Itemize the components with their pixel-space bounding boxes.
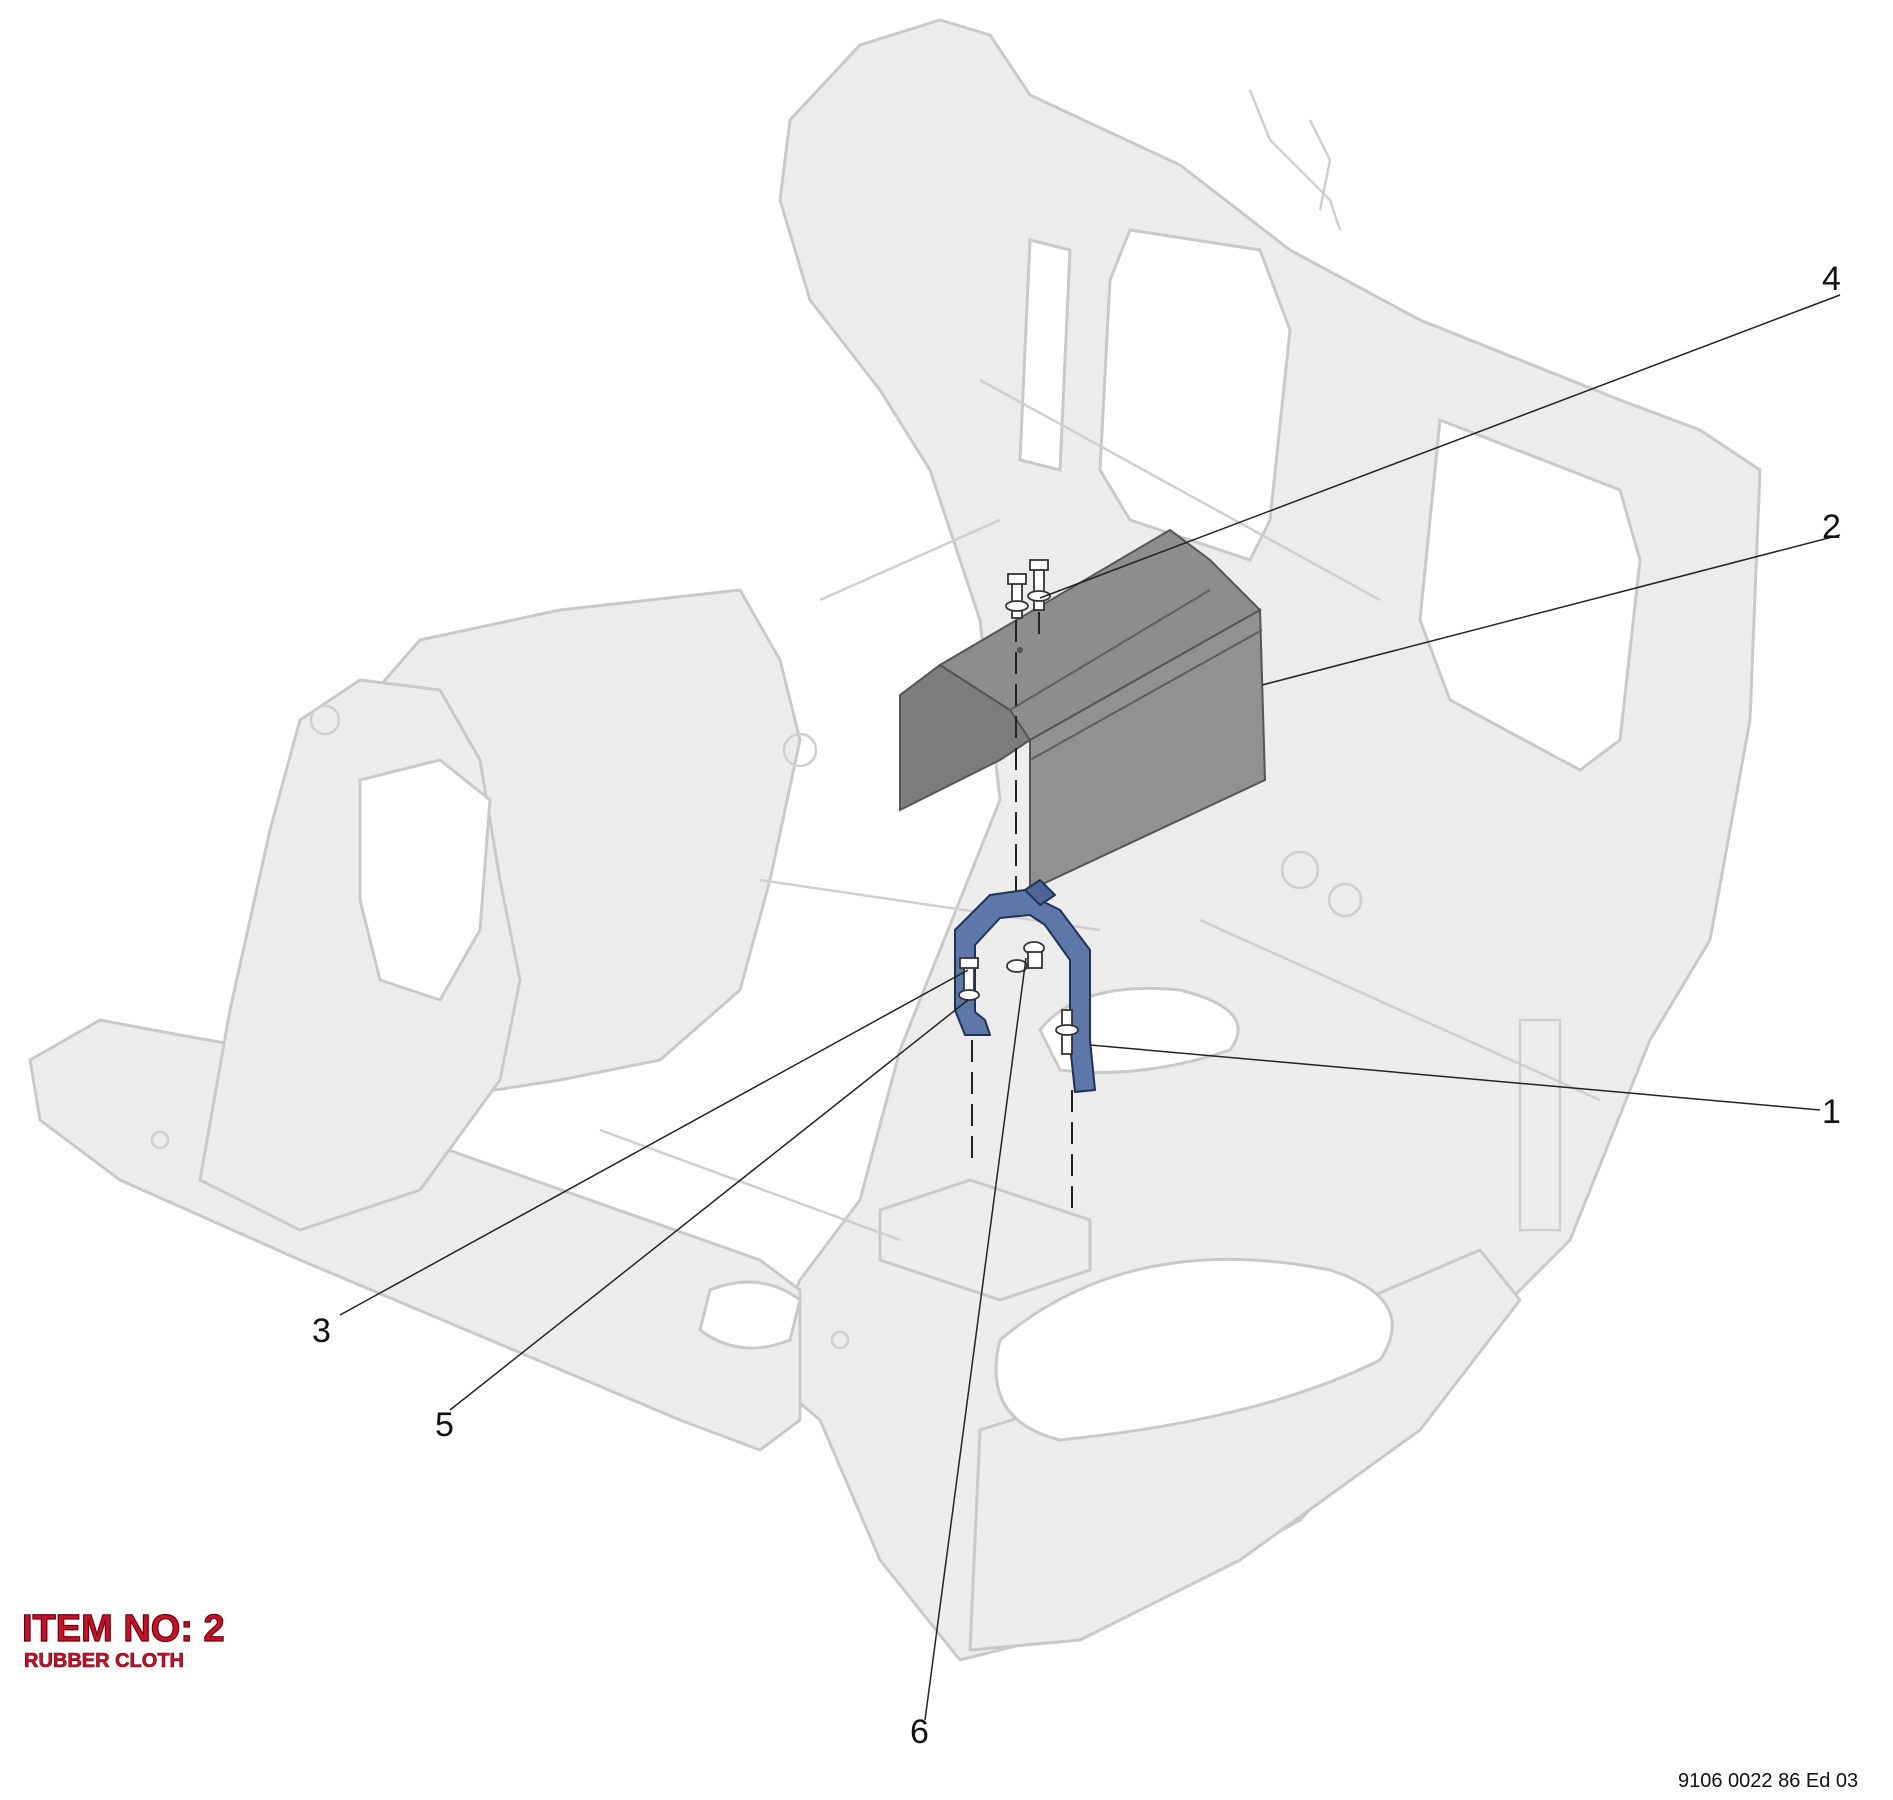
callout-5: 5 <box>435 1406 454 1444</box>
fasteners-bracket <box>958 941 1079 1055</box>
item-description-label: RUBBER CLOTH <box>24 1650 185 1673</box>
document-reference: 9106 0022 86 Ed 03 <box>1678 1770 1859 1792</box>
callout-4: 4 <box>1822 260 1841 298</box>
bolts-item-4 <box>1005 559 1051 619</box>
machine-frame <box>28 18 1762 1662</box>
leader-lines <box>339 294 1841 1721</box>
callout-2: 2 <box>1822 508 1841 546</box>
assembly-lines <box>971 612 1073 1210</box>
callout-3: 3 <box>312 1312 331 1350</box>
rubber-cloth-cover <box>899 528 1267 892</box>
callout-6: 6 <box>910 1713 929 1751</box>
item-number-label: ITEM NO: 2 <box>21 1607 225 1650</box>
callout-1: 1 <box>1822 1093 1841 1131</box>
